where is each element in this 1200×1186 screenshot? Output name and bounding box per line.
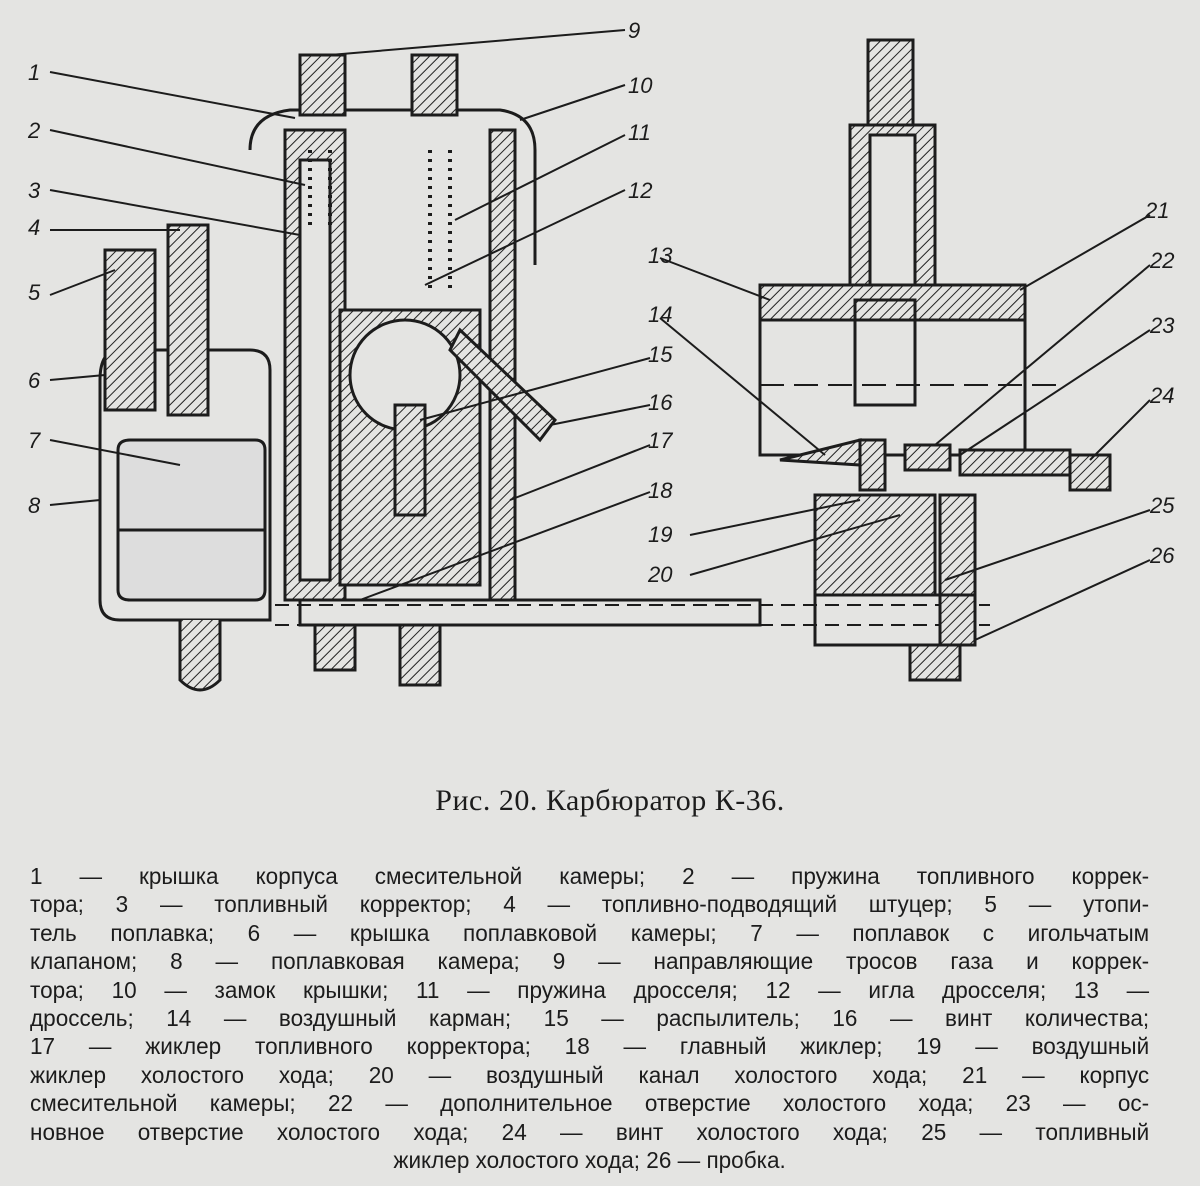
callout-3: 3 (28, 178, 41, 203)
legend-line: тора; 10 — замок крышки; 11 — пружина др… (30, 976, 1150, 1003)
callout-23: 23 (1149, 313, 1175, 338)
legend-line: тель поплавка; 6 — крышка поплавковой ка… (30, 919, 1150, 946)
callout-4: 4 (28, 215, 40, 240)
figure-legend: 1 — крышка корпуса смесительной камеры; … (30, 862, 1149, 1174)
callout-6: 6 (28, 368, 41, 393)
legend-line: 17 — жиклер топливного корректора; 18 — … (30, 1033, 1150, 1060)
leader-lines (49, 29, 1151, 641)
callout-5: 5 (28, 280, 41, 305)
legend-line: клапаном; 8 — поплавковая камера; 9 — на… (30, 948, 1150, 975)
callout-14: 14 (648, 302, 672, 327)
callout-8: 8 (28, 493, 41, 518)
callout-7: 7 (28, 428, 41, 453)
callout-2: 2 (27, 118, 40, 143)
callout-26: 26 (1149, 543, 1175, 568)
callout-labels: 1 2 3 4 5 6 7 8 9 10 11 12 13 14 15 16 1… (27, 18, 1175, 587)
figure-caption: Рис. 20. Карбюратор К-36. (435, 784, 785, 817)
legend-line: жиклер холостого хода; 26 — пробка. (393, 1146, 786, 1173)
carburetor-diagram: 1 2 3 4 5 6 7 8 9 10 11 12 13 14 15 16 1… (27, 18, 1175, 692)
legend-line: смесительной камеры; 22 — дополнительное… (30, 1090, 1150, 1117)
callout-15: 15 (648, 342, 673, 367)
legend-line: новное отверстие холостого хода; 24 — ви… (30, 1118, 1150, 1145)
callout-1: 1 (28, 60, 40, 85)
legend-line: тора; 3 — топливный корректор; 4 — топли… (30, 891, 1150, 918)
callout-10: 10 (628, 73, 653, 98)
legend-line: дроссель; 14 — воздушный карман; 15 — ра… (30, 1004, 1150, 1031)
callout-22: 22 (1149, 248, 1174, 273)
callout-11: 11 (628, 120, 651, 145)
callout-19: 19 (648, 522, 672, 547)
mixing-chamber-section (758, 38, 1112, 682)
float-chamber (98, 223, 272, 692)
callout-12: 12 (628, 178, 652, 203)
callout-18: 18 (648, 478, 673, 503)
callout-17: 17 (648, 428, 673, 453)
callout-25: 25 (1149, 493, 1175, 518)
callout-9: 9 (628, 18, 640, 43)
legend-line: жиклер холостого хода; 20 — воздушный ка… (30, 1061, 1150, 1088)
callout-20: 20 (647, 562, 673, 587)
callout-24: 24 (1149, 383, 1174, 408)
callout-16: 16 (648, 390, 673, 415)
legend-line: 1 — крышка корпуса смесительной камеры; … (30, 863, 1150, 889)
callout-13: 13 (648, 243, 673, 268)
callout-21: 21 (1144, 198, 1169, 223)
mixing-chamber-body (248, 53, 990, 687)
